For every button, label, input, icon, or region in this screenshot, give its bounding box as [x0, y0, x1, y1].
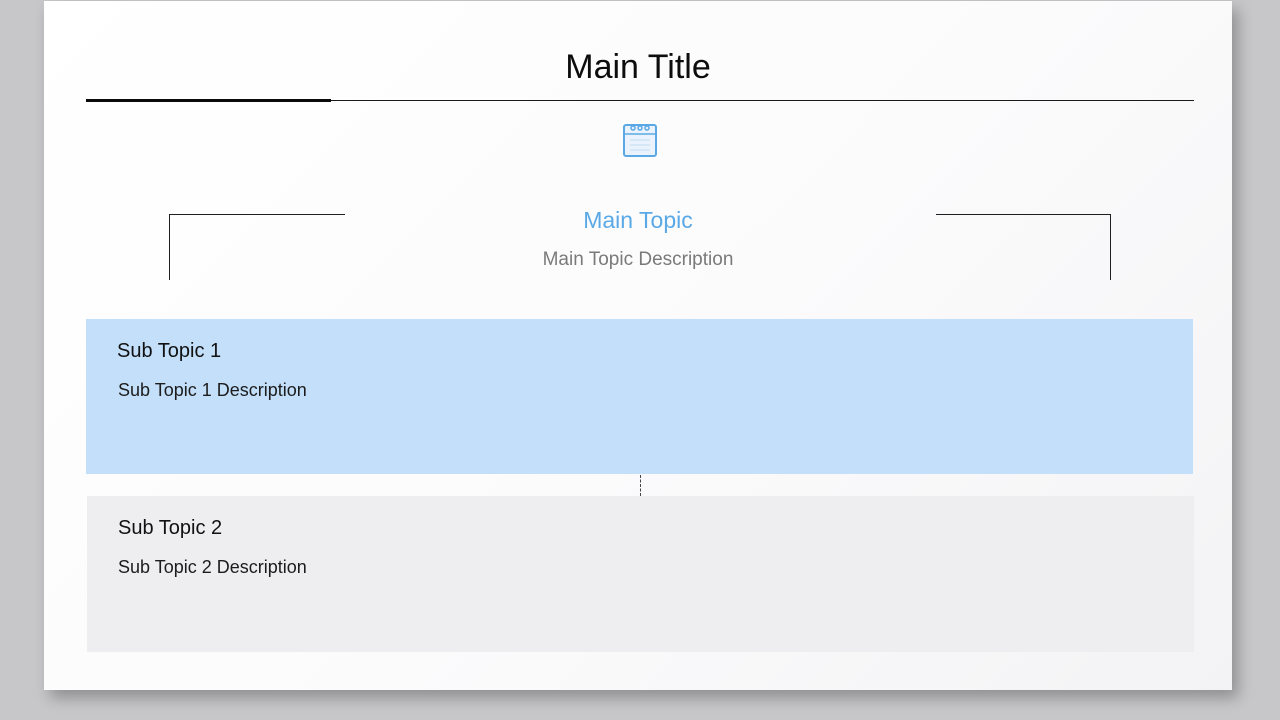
main-topic-bracket-right: [936, 214, 1111, 280]
sub-topic-connector: [640, 475, 641, 496]
sub-topic-description: Sub Topic 2 Description: [118, 557, 307, 577]
sub-topic-card-1: Sub Topic 1 Sub Topic 1 Description: [86, 319, 1193, 474]
title-divider-accent: [86, 99, 331, 102]
sub-topic-title: Sub Topic 1: [117, 340, 222, 362]
sub-topic-title: Sub Topic 2: [118, 517, 223, 539]
slide-title: Main Title: [565, 48, 711, 86]
sub-topic-card-2: Sub Topic 2 Sub Topic 2 Description: [87, 496, 1194, 652]
sub-topic-description: Sub Topic 1 Description: [118, 380, 307, 400]
main-topic-bracket-left: [169, 214, 345, 280]
slide-canvas: Main Title Main Topic Main Topic Descrip…: [44, 1, 1232, 690]
title-divider: [86, 100, 1194, 101]
main-topic-heading: Main Topic: [583, 207, 693, 233]
main-topic-description: Main Topic Description: [542, 249, 734, 270]
notepad-icon: [623, 124, 657, 157]
